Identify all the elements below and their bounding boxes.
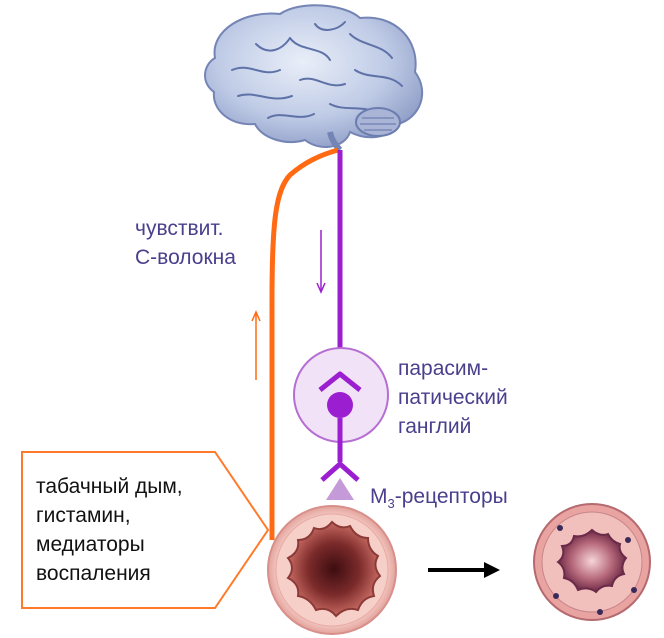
sensory-fibers-line-1: чувствит. bbox=[135, 214, 236, 243]
ganglion-line-2: патический bbox=[398, 383, 508, 412]
parasympathetic-efferent bbox=[294, 150, 388, 500]
ganglion-line-3: ганглий bbox=[398, 412, 508, 441]
trigger-item: медиаторы bbox=[36, 530, 183, 559]
trigger-item: табачный дым, bbox=[36, 472, 183, 501]
trigger-item: воспаления bbox=[36, 559, 183, 588]
ascending-arrow-icon bbox=[252, 312, 260, 380]
descending-arrow-icon bbox=[317, 230, 325, 292]
m3-receptor bbox=[326, 478, 354, 500]
sensory-fibers-line-2: С-волокна bbox=[135, 243, 236, 272]
trigger-list: табачный дым, гистамин, медиаторы воспал… bbox=[36, 472, 183, 588]
m3-receptors-label: M3-рецепторы bbox=[370, 485, 508, 511]
bronchus-constricted-icon bbox=[534, 504, 650, 620]
m3-prefix: M bbox=[370, 485, 388, 508]
m3-subscript: 3 bbox=[388, 496, 395, 511]
sensory-fibers-label: чувствит. С-волокна bbox=[135, 214, 236, 272]
bronchus-relaxed-icon bbox=[268, 506, 396, 634]
trigger-item: гистамин, bbox=[36, 501, 183, 530]
transition-arrow-icon bbox=[428, 562, 500, 578]
brain-icon bbox=[205, 5, 422, 150]
m3-suffix: -рецепторы bbox=[395, 485, 508, 508]
sensory-fiber-line bbox=[272, 150, 338, 540]
ganglion-label: парасим- патический ганглий bbox=[398, 354, 508, 441]
ganglion-line-1: парасим- bbox=[398, 354, 508, 383]
